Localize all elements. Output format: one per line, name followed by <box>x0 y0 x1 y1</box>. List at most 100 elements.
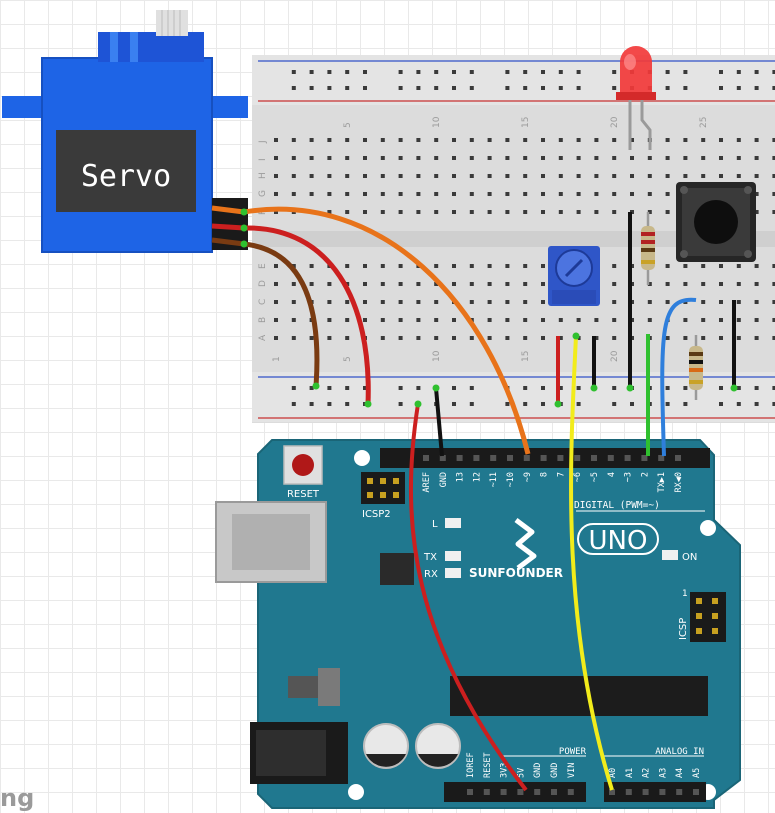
capacitor <box>363 723 409 769</box>
breadboard-hole <box>772 318 775 322</box>
icsp2-label: ICSP2 <box>362 509 391 520</box>
column-number-bottom: 10 <box>432 350 442 362</box>
rail-hole <box>665 86 670 90</box>
breadboard-hole <box>523 336 528 340</box>
rail-hole <box>719 70 723 74</box>
header-pin <box>467 789 473 795</box>
rail-hole <box>772 70 775 74</box>
reset-button-cap[interactable] <box>292 454 314 476</box>
breadboard-hole <box>452 192 456 196</box>
breadboard-hole <box>772 192 775 196</box>
breadboard-hole <box>772 282 775 286</box>
breadboard-hole <box>434 318 439 322</box>
pin-label: 13 <box>456 472 466 482</box>
breadboard-hole <box>523 210 528 214</box>
icsp-header <box>690 592 726 642</box>
rail-hole <box>576 70 581 74</box>
rail-hole <box>612 86 617 90</box>
top-power-rail <box>252 55 775 105</box>
breadboard-hole <box>558 336 563 340</box>
breadboard-hole <box>398 156 403 160</box>
breadboard-hole <box>772 264 775 268</box>
icsp-label: ICSP <box>678 618 689 640</box>
rail-hole <box>416 86 421 90</box>
rail-hole <box>309 70 314 74</box>
breadboard-hole <box>683 156 688 160</box>
pin-label: VIN <box>567 763 577 778</box>
potentiometer[interactable] <box>548 246 600 306</box>
breadboard-hole <box>576 318 581 322</box>
corner-text: ng <box>0 784 34 812</box>
rail-hole <box>398 402 403 406</box>
rail-hole <box>327 386 332 390</box>
breadboard-hole <box>363 156 367 160</box>
breadboard-hole <box>416 156 421 160</box>
breadboard-hole <box>380 264 385 268</box>
wire-red-5v <box>408 403 528 792</box>
breadboard-hole <box>523 300 528 304</box>
breadboard-hole <box>452 138 456 142</box>
breadboard-hole <box>505 210 510 214</box>
breadboard-hole <box>309 282 314 286</box>
breadboard-hole <box>345 156 350 160</box>
breadboard-hole <box>398 336 403 340</box>
breadboard-hole <box>523 138 528 142</box>
breadboard-hole <box>434 336 439 340</box>
breadboard-hole <box>701 138 706 142</box>
pin-label: 12 <box>472 472 482 482</box>
row-letter: H <box>258 172 268 179</box>
rail-hole <box>452 86 456 90</box>
rail-hole <box>291 386 296 390</box>
breadboard-hole <box>487 336 492 340</box>
breadboard-hole <box>594 336 599 340</box>
breadboard-hole <box>327 300 332 304</box>
push-button[interactable] <box>676 182 756 262</box>
breadboard-hole <box>701 282 706 286</box>
breadboard-hole <box>558 318 563 322</box>
header-pin <box>540 455 547 461</box>
breadboard-hole <box>380 156 385 160</box>
column-number-top: 15 <box>521 117 531 128</box>
breadboard-hole <box>683 264 688 268</box>
servo-lead-power <box>211 223 245 231</box>
breadboard-hole <box>558 192 563 196</box>
breadboard-hole <box>363 282 367 286</box>
breadboard-hole <box>523 156 528 160</box>
breadboard-hole <box>719 264 723 268</box>
breadboard-hole <box>434 192 439 196</box>
breadboard-hole <box>754 210 759 214</box>
breadboard-hole <box>594 156 599 160</box>
breadboard-hole <box>291 300 296 304</box>
breadboard-hole <box>736 264 741 268</box>
row-letter: I <box>258 158 268 161</box>
rail-hole <box>683 70 688 74</box>
breadboard-hole <box>380 174 385 178</box>
breadboard-hole <box>754 336 759 340</box>
column-number-bottom: 5 <box>343 356 353 362</box>
reset-label: RESET <box>287 489 320 500</box>
pin-label: ~3 <box>624 472 634 482</box>
column-number-top: 20 <box>610 116 620 128</box>
breadboard-hole <box>469 336 474 340</box>
breadboard-hole <box>363 174 367 178</box>
breadboard-hole <box>576 174 581 178</box>
breadboard-hole <box>523 318 528 322</box>
breadboard-hole <box>630 156 634 160</box>
breadboard-hole <box>754 264 759 268</box>
breadboard-hole <box>647 282 652 286</box>
row-letter: E <box>258 263 268 269</box>
breadboard-hole <box>541 138 545 142</box>
breadboard-hole <box>291 336 296 340</box>
red-led <box>616 46 656 150</box>
breadboard-hole <box>487 210 492 214</box>
breadboard-hole <box>505 156 510 160</box>
led-l-label: L <box>432 519 438 530</box>
icsp-pin1-label: 1 <box>682 589 688 599</box>
breadboard-hole <box>274 336 278 340</box>
rail-hole <box>523 86 528 90</box>
breadboard-hole <box>274 138 278 142</box>
breadboard-hole <box>665 336 670 340</box>
breadboard-hole <box>541 210 545 214</box>
atmega-chip <box>450 676 708 716</box>
